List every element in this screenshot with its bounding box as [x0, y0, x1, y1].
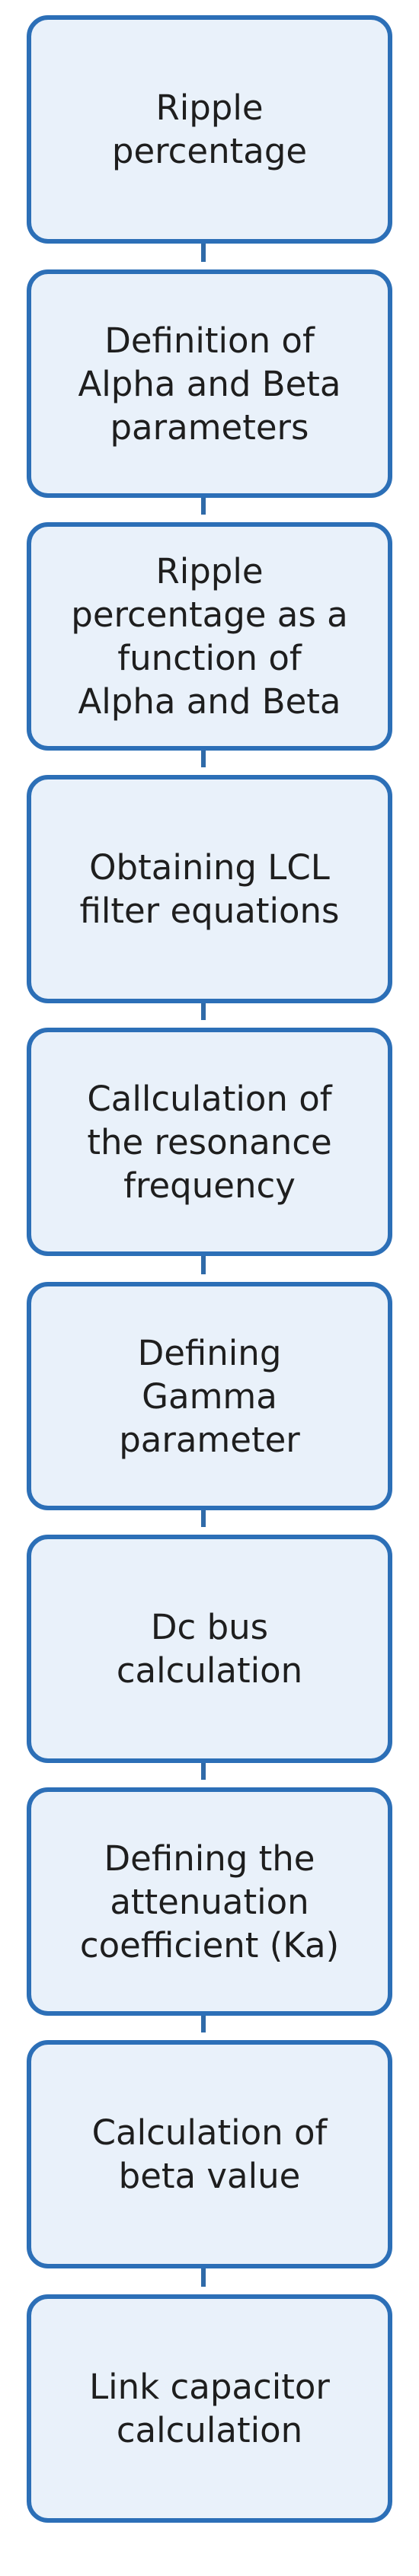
connector-4-5 — [201, 1003, 206, 1020]
step-attenuation-coefficient: Defining the attenuation coefficient (Ka… — [27, 1787, 392, 2016]
connector-7-8 — [201, 1763, 206, 1780]
step-beta-value: Calculation of beta value — [27, 2040, 392, 2268]
connector-1-2 — [201, 244, 206, 262]
connector-8-9 — [201, 2016, 206, 2032]
step-link-capacitor: Link capacitor calculation — [27, 2294, 392, 2523]
step-alpha-beta-definition: Definition of Alpha and Beta parameters — [27, 269, 392, 498]
step-label: Ripple percentage — [111, 88, 308, 171]
step-ripple-function: Ripple percentage as a function of Alpha… — [27, 522, 392, 751]
step-label: Ripple percentage as a function of Alpha… — [71, 551, 348, 722]
step-label: Definition of Alpha and Beta parameters — [78, 320, 341, 448]
step-label: Dc bus calculation — [116, 1607, 303, 1691]
connector-5-6 — [201, 1256, 206, 1274]
step-label: Link capacitor calculation — [89, 2367, 330, 2450]
step-ripple-percentage: Ripple percentage — [27, 15, 392, 244]
connector-2-3 — [201, 498, 206, 515]
connector-9-10 — [201, 2268, 206, 2287]
step-label: Defining the attenuation coefficient (Ka… — [79, 1838, 340, 1965]
step-resonance-frequency: Callculation of the resonance frequency — [27, 1028, 392, 1256]
step-dc-bus: Dc bus calculation — [27, 1535, 392, 1763]
connector-6-7 — [201, 1510, 206, 1527]
step-label: Obtaining LCL filter equations — [79, 847, 340, 931]
step-label: Defining Gamma parameter — [119, 1332, 300, 1460]
step-label: Callculation of the resonance frequency — [87, 1078, 332, 1206]
step-gamma-parameter: Defining Gamma parameter — [27, 1282, 392, 1510]
connector-3-4 — [201, 751, 206, 767]
step-label: Calculation of beta value — [91, 2112, 328, 2196]
step-lcl-equations: Obtaining LCL filter equations — [27, 775, 392, 1003]
